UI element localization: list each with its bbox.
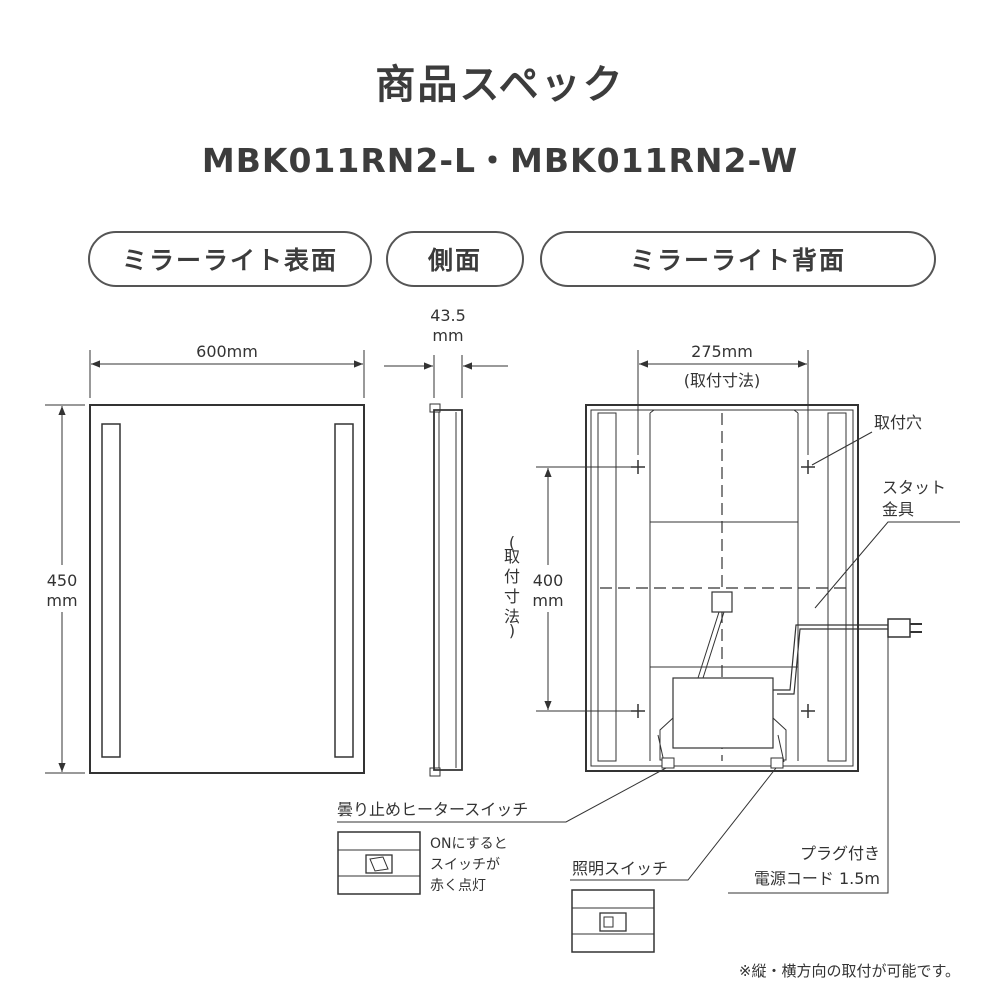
back-mount-height-dimension: 400 mm ( 取 付 寸 法 )	[504, 466, 632, 712]
back-mount-width-label: 275mm	[691, 342, 753, 361]
front-view-label: ミラーライト表面	[88, 231, 372, 287]
front-height-value: 450	[47, 571, 78, 590]
front-height-dimension: 450 mm	[45, 404, 85, 774]
control-box	[672, 677, 774, 749]
front-led-left	[101, 423, 121, 758]
back-mount-height-unit: mm	[532, 591, 563, 610]
callout-power-cord: プラグ付き 電源コード 1.5m	[728, 633, 889, 894]
heater-switch-detail	[337, 831, 421, 895]
back-view-label: ミラーライト背面	[540, 231, 936, 287]
mount-hole-icon	[631, 460, 815, 718]
light-switch-label: 照明スイッチ	[572, 859, 668, 878]
mount-height-note-char: )	[509, 621, 515, 640]
back-mount-width-dimension: 275mm (取付寸法)	[637, 342, 809, 455]
callout-heater-switch: 曇り止めヒータースイッチ ONにすると スイッチが 赤く点灯	[337, 767, 667, 895]
light-switch-detail	[571, 889, 655, 953]
side-depth-value: 43.5	[430, 306, 466, 325]
power-plug-icon	[887, 618, 911, 638]
back-mount-height-value: 400	[533, 571, 564, 590]
callout-light-switch: 照明スイッチ	[570, 767, 777, 953]
heater-note-line2: スイッチが	[430, 857, 500, 873]
light-switch-back	[770, 757, 784, 769]
callout-stud: スタット 金具	[814, 478, 960, 609]
front-led-right	[334, 423, 354, 758]
cord-label-line1: プラグ付き	[800, 844, 880, 863]
side-depth-unit: mm	[432, 326, 463, 345]
footnote: ※縦・横方向の取付が可能です。	[738, 962, 960, 980]
back-outer-frame	[585, 404, 859, 772]
back-view	[585, 404, 922, 772]
stud-label-line1: スタット	[882, 478, 946, 497]
heater-switch-back	[661, 757, 675, 769]
page-title: 商品スペック	[375, 62, 625, 108]
front-width-dimension: 600mm	[89, 342, 365, 398]
mount-height-note-char: 付	[504, 567, 520, 586]
front-mirror-frame	[89, 404, 365, 774]
front-view	[89, 404, 365, 774]
mount-height-note-char: 法	[504, 607, 520, 626]
cord-label-line2: 電源コード 1.5m	[754, 869, 880, 888]
mount-hole-label: 取付穴	[874, 413, 922, 432]
heater-switch-label: 曇り止めヒータースイッチ	[337, 800, 528, 819]
back-mount-width-note: (取付寸法)	[684, 371, 761, 390]
model-number: MBK011RN2-L・MBK011RN2-W	[201, 141, 799, 180]
callout-mount-hole: 取付穴	[811, 413, 922, 466]
mount-height-note-char: 取	[504, 547, 520, 566]
heater-note-line3: 赤く点灯	[430, 878, 486, 894]
heater-note-line1: ONにすると	[430, 836, 508, 852]
side-view	[429, 403, 463, 777]
mount-height-note-char: (	[509, 533, 515, 552]
side-depth-dimension: 43.5 mm	[384, 306, 508, 398]
front-height-unit: mm	[46, 591, 77, 610]
mount-height-note-char: 寸	[504, 587, 520, 606]
front-width-label: 600mm	[196, 342, 258, 361]
side-view-label: 側面	[386, 231, 524, 287]
stud-label-line2: 金具	[882, 500, 914, 519]
rocker-switch-icon	[365, 854, 393, 874]
